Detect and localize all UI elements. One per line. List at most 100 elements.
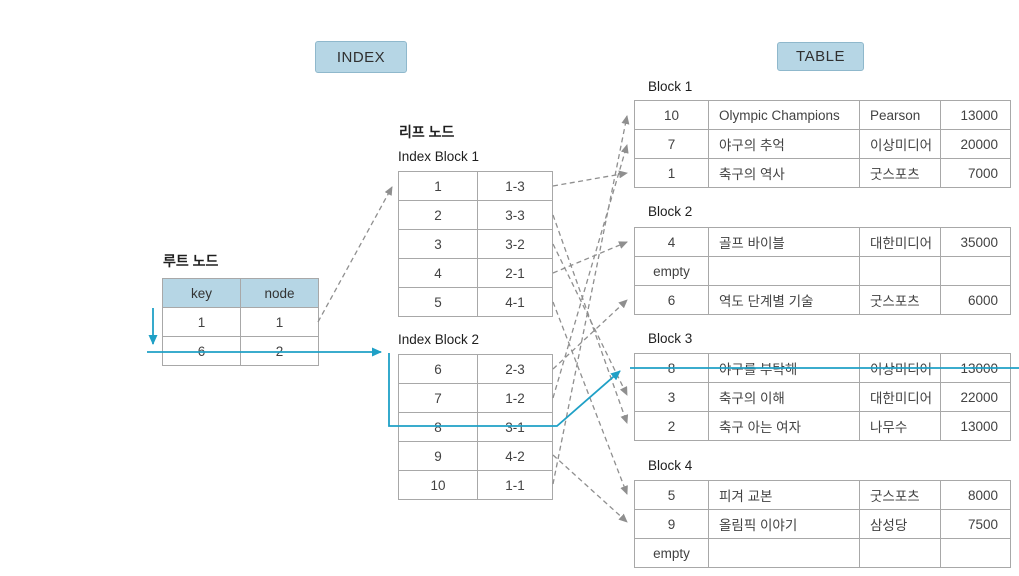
table-cell: 8 (634, 353, 709, 383)
table-cell: empty (634, 538, 709, 568)
table-cell: 삼성당 (859, 509, 941, 539)
table-cell: 야구를 부탁해 (708, 353, 860, 383)
table-cell: 1-2 (477, 383, 553, 413)
table-cell: 골프 바이블 (708, 227, 860, 257)
dashed-arrow-4-2-to-block4-row2 (552, 454, 628, 523)
table-cell: 4 (398, 258, 478, 288)
table-cell: 올림픽 이야기 (708, 509, 860, 539)
table-cell: 3 (634, 382, 709, 412)
table-cell: 8000 (940, 480, 1011, 510)
table-cell: 대한미디어 (859, 227, 941, 257)
table-cell: 9 (398, 441, 478, 471)
table-cell: 굿스포츠 (859, 158, 941, 188)
table-cell: 2-3 (477, 354, 553, 384)
dashed-arrow-2-1-to-block2-row1 (552, 241, 628, 274)
table-cell: 2 (240, 336, 319, 366)
table-cell: 22000 (940, 382, 1011, 412)
leaf-node-label: 리프 노드 (399, 124, 455, 140)
root-col-key: key (162, 278, 241, 308)
dashed-arrow-1-3-to-block1-row3 (552, 170, 628, 187)
table-cell: 13000 (940, 353, 1011, 383)
dashed-arrow-3-2-to-block3-row2 (552, 243, 628, 396)
table-cell: 굿스포츠 (859, 480, 941, 510)
index-block-2-label: Index Block 2 (398, 332, 480, 347)
table-cell: 13000 (940, 100, 1011, 130)
table-cell: 3-2 (477, 229, 553, 259)
table-cell: 피겨 교본 (708, 480, 860, 510)
table-cell: 3-3 (477, 200, 553, 230)
table-cell: 10 (634, 100, 709, 130)
dashed-arrow-4-1-to-block4-row1 (552, 301, 628, 495)
dashed-arrow-1-2-to-block1-row2 (552, 144, 629, 399)
table-cell: 6 (398, 354, 478, 384)
table-cell: 3 (398, 229, 478, 259)
table-cell: 7000 (940, 158, 1011, 188)
index-block-1-label: Index Block 1 (398, 149, 480, 164)
dashed-arrow-2-3-to-block2-row3 (552, 299, 628, 370)
block-3-label: Block 3 (648, 331, 693, 346)
table-cell: Pearson (859, 100, 941, 130)
table-row: empty (634, 256, 1011, 286)
root-col-node: node (240, 278, 319, 308)
table-cell (859, 538, 941, 568)
table-cell: 역도 단계별 기술 (708, 285, 860, 315)
dashed-arrow-3-3-to-block3-row3 (552, 214, 629, 424)
table-cell (940, 538, 1011, 568)
table-row: empty (634, 538, 1011, 568)
table-cell: 1 (162, 307, 241, 337)
table-cell: 1 (634, 158, 709, 188)
table-cell: 35000 (940, 227, 1011, 257)
table-cell: 1-1 (477, 470, 553, 500)
dashed-arrow-root-to-index-block-1 (317, 186, 393, 323)
table-cell: empty (634, 256, 709, 286)
table-cell: 6 (634, 285, 709, 315)
table-cell: 7 (398, 383, 478, 413)
table-cell: 1 (240, 307, 319, 337)
table-cell: 6000 (940, 285, 1011, 315)
table-cell: 20000 (940, 129, 1011, 159)
table-cell: 야구의 추억 (708, 129, 860, 159)
table-cell: 4-2 (477, 441, 553, 471)
table-cell: 13000 (940, 411, 1011, 441)
table-cell: 축구의 역사 (708, 158, 860, 188)
block-4-label: Block 4 (648, 458, 693, 473)
table-cell: Olympic Champions (708, 100, 860, 130)
table-cell (708, 256, 860, 286)
table-cell: 5 (634, 480, 709, 510)
table-cell: 6 (162, 336, 241, 366)
table-cell: 이상미디어 (859, 129, 941, 159)
table-cell: 이상미디어 (859, 353, 941, 383)
dashed-arrow-1-1-to-block1-row1 (552, 115, 630, 485)
table-cell: 1 (398, 171, 478, 201)
table-cell (859, 256, 941, 286)
table-cell: 8 (398, 412, 478, 442)
table-cell: 나무수 (859, 411, 941, 441)
table-cell: 축구의 이해 (708, 382, 860, 412)
table-cell: 7500 (940, 509, 1011, 539)
table-cell (940, 256, 1011, 286)
